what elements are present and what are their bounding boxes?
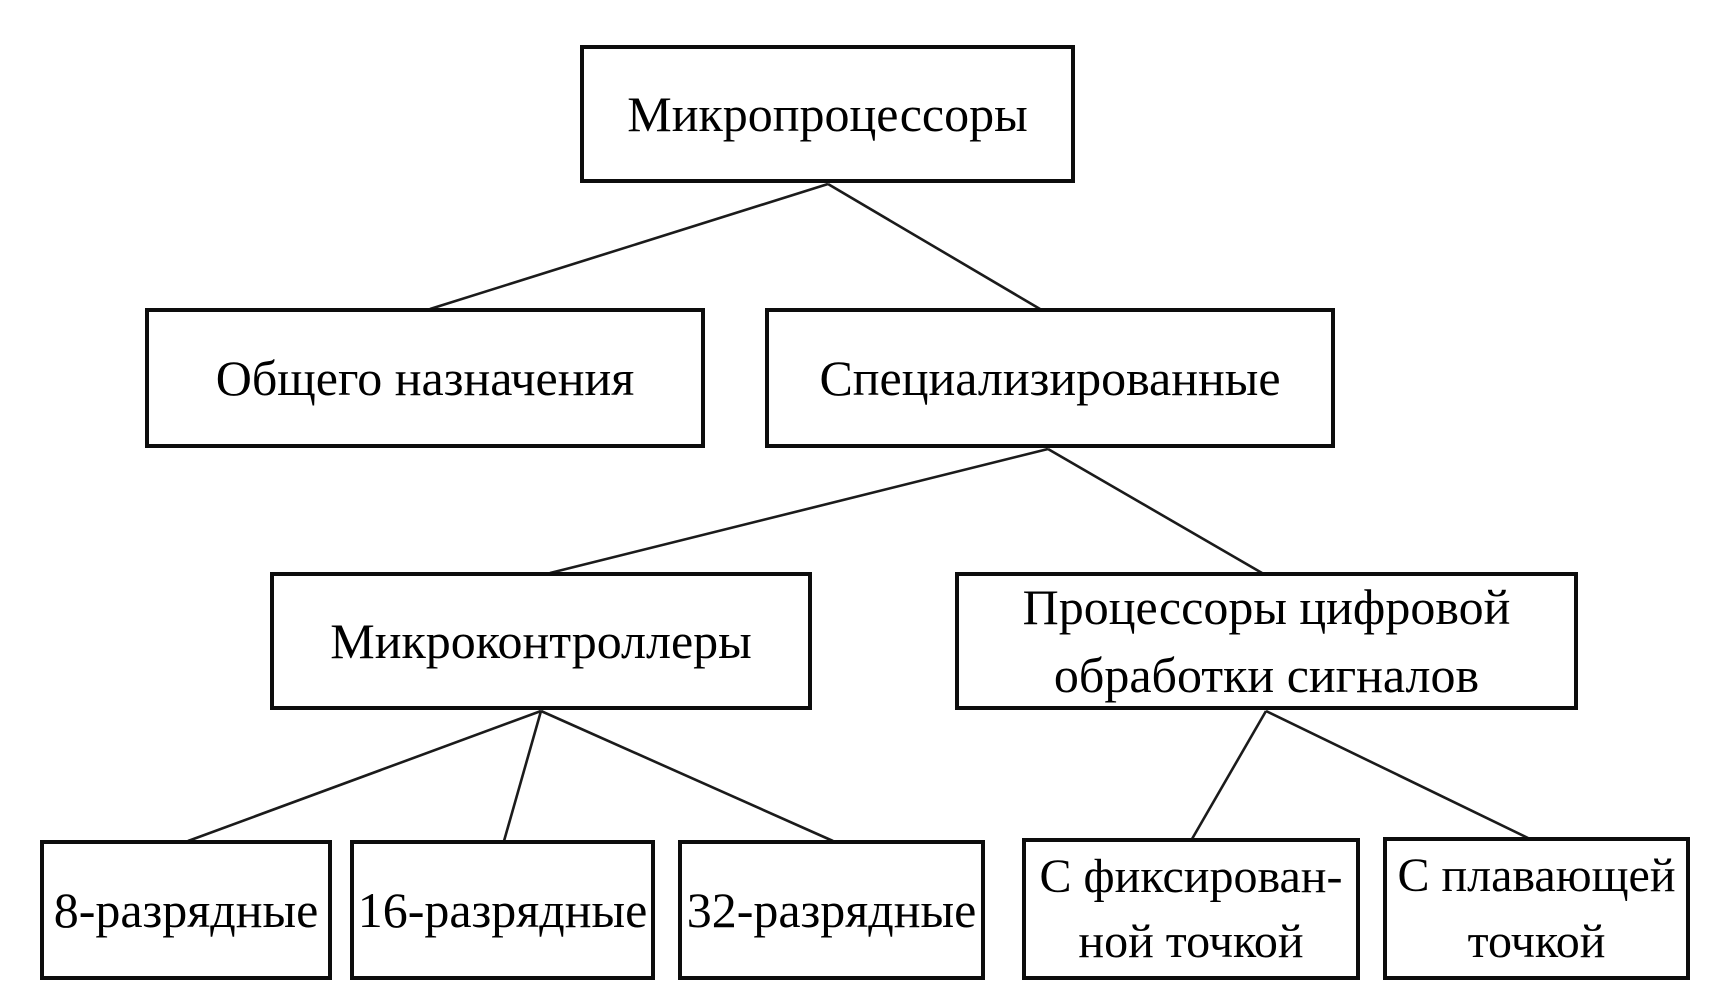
node-32bit: 32-разрядные	[678, 840, 985, 980]
node-specialized: Специализированные	[765, 308, 1335, 448]
edge-mcu-bit8	[187, 709, 542, 843]
edge-specialized-dsp	[1047, 447, 1263, 575]
node-fixed-point-label-line1: С фиксирован-	[1039, 849, 1343, 903]
node-16bit: 16-разрядные	[350, 840, 655, 980]
node-32bit-label: 32-разрядные	[686, 882, 977, 938]
node-dsp: Процессоры цифровой обработки сигналов	[955, 572, 1578, 710]
node-8bit: 8-разрядные	[40, 840, 332, 980]
node-fixed-point-label-line2: ной точкой	[1078, 915, 1304, 968]
node-general-purpose-label: Общего назначения	[215, 350, 635, 406]
node-dsp-label-line1: Процессоры цифровой	[1022, 579, 1511, 635]
node-fixed-point: С фиксирован- ной точкой	[1022, 838, 1360, 980]
edge-specialized-mcu	[549, 447, 1049, 575]
edge-dsp-fixed	[1190, 710, 1268, 840]
node-microcontrollers: Микроконтроллеры	[270, 572, 812, 710]
edge-mcu-bit16	[502, 710, 543, 842]
node-specialized-label: Специализированные	[819, 350, 1281, 406]
node-microcontrollers-label: Микроконтроллеры	[330, 613, 752, 669]
node-8bit-label: 8-разрядные	[53, 882, 319, 938]
node-general-purpose: Общего назначения	[145, 308, 705, 448]
node-dsp-label-line2: обработки сигналов	[1053, 647, 1480, 703]
edge-root-general	[429, 182, 829, 311]
node-microprocessors-label: Микропроцессоры	[627, 86, 1028, 142]
edge-dsp-float	[1265, 709, 1529, 840]
node-microprocessors: Микропроцессоры	[580, 45, 1075, 183]
edge-root-specialized	[827, 182, 1041, 311]
node-16bit-label: 16-разрядные	[357, 882, 648, 938]
node-floating-point: С плавающей точкой	[1383, 837, 1690, 980]
edge-mcu-bit32	[540, 709, 834, 843]
node-floating-point-label-line2: точкой	[1467, 914, 1606, 968]
node-floating-point-label-line1: С плавающей	[1397, 849, 1676, 903]
